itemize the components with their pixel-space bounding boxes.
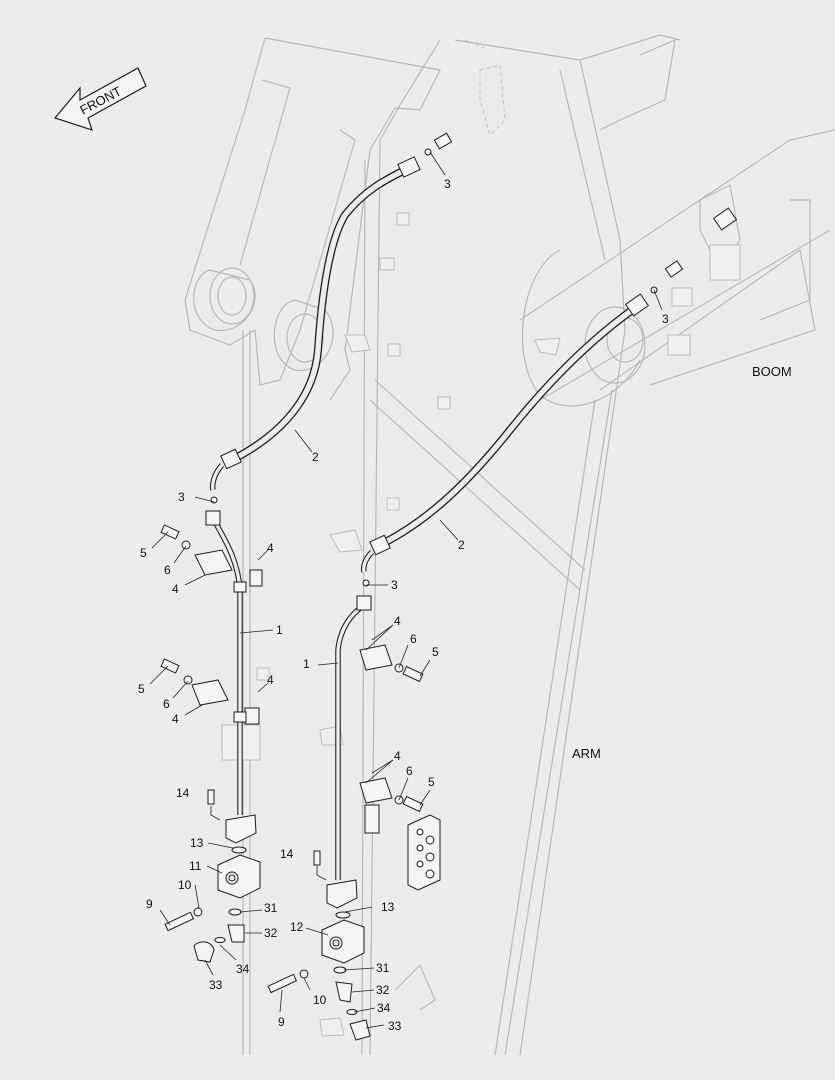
callout-11: 11 [189,859,202,873]
callout-9: 9 [278,1015,285,1029]
callout-10: 10 [178,878,192,892]
callout-14: 14 [280,847,294,861]
callout-14: 14 [176,786,190,800]
callout-2: 2 [458,538,465,552]
callout-5: 5 [432,645,439,659]
callout-6: 6 [163,697,170,711]
callout-4: 4 [172,712,179,726]
callout-6: 6 [164,563,171,577]
pipe-right [326,579,372,909]
hose-left [209,156,421,491]
callout-10: 10 [313,993,327,1007]
callout-5: 5 [140,546,147,560]
callout-34: 34 [377,1001,391,1015]
machine-structure-outline [184,34,835,1056]
callout-3: 3 [444,177,451,191]
callout-3: 3 [178,490,185,504]
callout-31: 31 [376,961,390,975]
callout-12: 12 [290,920,304,934]
front-direction-arrow: FRONT [53,67,147,131]
callout-34: 34 [236,962,250,976]
callout-32: 32 [264,926,278,940]
clamps-and-fasteners [160,524,424,881]
leader-lines [149,151,663,1029]
callout-4: 4 [394,614,401,628]
callout-4: 4 [394,749,401,763]
hose-right [360,293,650,573]
callout-33: 33 [388,1019,402,1033]
callout-labels: 3 3 3 3 2 2 1 1 4 4 4 4 4 4 5 5 5 5 6 6 … [138,177,669,1033]
callout-13: 13 [381,900,395,914]
valve-block-left [164,846,261,963]
callout-4: 4 [172,582,179,596]
callout-5: 5 [138,682,145,696]
callout-2: 2 [312,450,319,464]
callout-32: 32 [376,983,390,997]
callout-31: 31 [264,901,278,915]
callout-1: 1 [303,657,310,671]
boom-label: BOOM [752,364,792,379]
callout-1: 1 [276,623,283,637]
callout-4: 4 [267,541,274,555]
callout-9: 9 [146,897,153,911]
callout-3: 3 [391,578,398,592]
callout-3: 3 [662,312,669,326]
callout-5: 5 [428,775,435,789]
callout-6: 6 [406,764,413,778]
arm-label: ARM [572,746,601,761]
callout-13: 13 [190,836,204,850]
callout-6: 6 [410,632,417,646]
valve-block-right [267,911,371,1041]
callout-33: 33 [209,978,223,992]
callout-4: 4 [267,673,274,687]
pipe-left [205,496,257,844]
